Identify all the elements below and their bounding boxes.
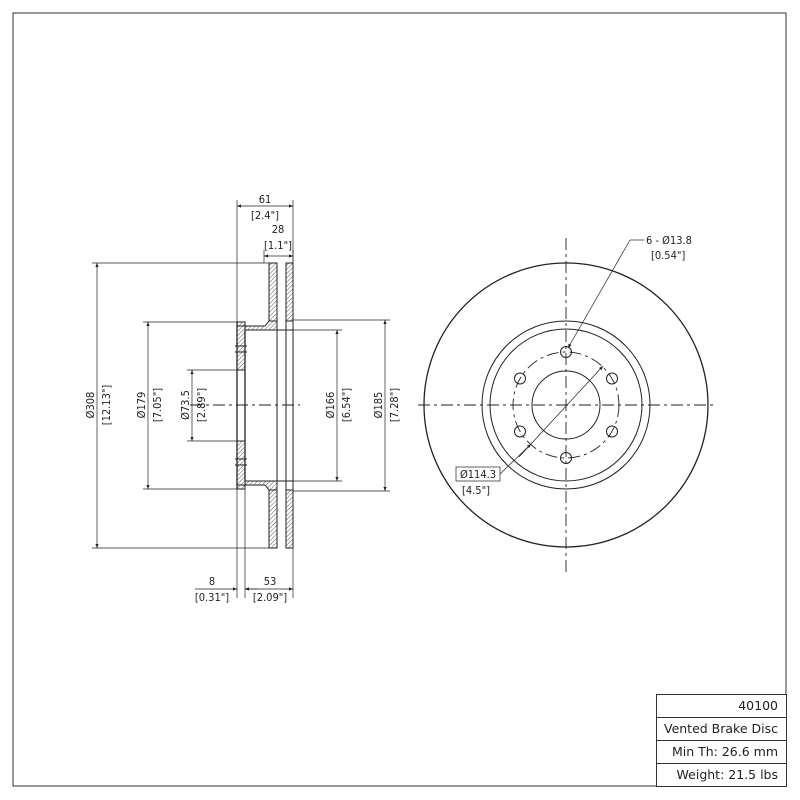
dim-28-label: 28 (272, 223, 285, 236)
hat-inner-edge (489, 328, 643, 482)
dim-53-label-in: [2.09"] (253, 591, 287, 604)
bolt-hole-label-in: [0.54"] (651, 249, 685, 262)
dim-166-label: Ø166 (324, 392, 337, 419)
dim-308-label: Ø308 (84, 392, 97, 419)
bolt-hole-label: 6 - Ø13.8 (646, 234, 692, 247)
min-thickness: Min Th: 26.6 mm (657, 740, 786, 763)
bolt-circle (512, 351, 620, 459)
disc-outer-edge (423, 262, 709, 548)
bolt-hole-leader (567, 239, 631, 349)
dim-179-label: Ø179 (135, 392, 148, 419)
part-number: 40100 (738, 698, 778, 713)
center-bore (531, 370, 601, 440)
dim-166-label-in: [6.54"] (340, 388, 353, 422)
bolt-hole-5 (514, 425, 526, 438)
dim-8-label-in: [0.31"] (195, 591, 229, 604)
rotor-ring-bottom-left (268, 489, 278, 549)
part-description: Vented Brake Disc (657, 717, 786, 740)
dim-61-label-in: [2.4"] (251, 209, 279, 222)
hat-outer-edge (481, 320, 651, 490)
side-section-view: 61 [2.4"] 28 [1.1"] Ø308 [12.13"] Ø179 [… (84, 193, 401, 604)
dim-308-label-in: [12.13"] (100, 385, 113, 426)
front-view: 6 - Ø13.8 [0.54"] Ø114.3 [4.5"] (418, 234, 716, 574)
dim-73-label: Ø73.5 (179, 390, 192, 420)
bolt-circle-leader (518, 365, 604, 458)
bolt-hole-4 (560, 452, 572, 464)
bolt-circle-leader-start (499, 443, 532, 475)
bolt-circle-label-box (455, 466, 501, 482)
dim-28-label-in: [1.1"] (264, 239, 292, 252)
bolt-hole-6 (514, 372, 526, 385)
dim-185-label: Ø185 (372, 392, 385, 419)
dim-8-label: 8 (209, 575, 215, 588)
drawing-frame (12, 12, 787, 787)
dim-185-label-in: [7.28"] (388, 388, 401, 422)
rotor-ring-top-right (285, 262, 294, 322)
hat-face-lower (236, 440, 246, 486)
dim-179-label-in: [7.05"] (151, 388, 164, 422)
title-block: 40100 Vented Brake Disc Min Th: 26.6 mm … (656, 694, 787, 787)
dim-53-label: 53 (264, 575, 277, 588)
bolt-circle-label: Ø114.3 (460, 468, 496, 481)
bolt-hole-3 (606, 425, 618, 438)
dim-73-label-in: [2.89"] (195, 388, 208, 422)
bolt-circle-label-in: [4.5"] (462, 484, 490, 497)
hat-face-upper (236, 325, 246, 371)
rotor-ring-bottom-right (285, 489, 294, 549)
bolt-hole-2 (606, 372, 618, 385)
dim-61-label: 61 (259, 193, 272, 206)
bolt-hole-1 (560, 346, 572, 358)
rotor-ring-top-left (268, 262, 278, 322)
weight: Weight: 21.5 lbs (657, 763, 786, 786)
